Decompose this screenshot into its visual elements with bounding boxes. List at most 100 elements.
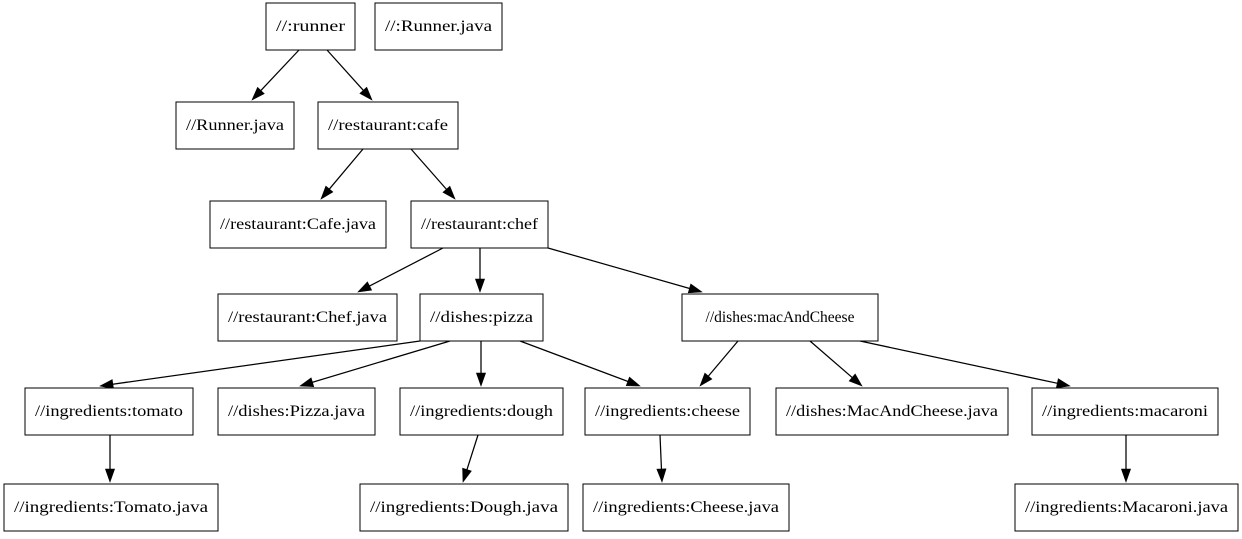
graph-node[interactable]: //:runner — [265, 2, 356, 51]
edge-line — [519, 340, 630, 383]
edge-line — [259, 49, 300, 93]
node-box[interactable] — [410, 200, 549, 249]
edge-arrowhead — [1055, 378, 1071, 389]
node-label: //ingredients:macaroni — [1042, 403, 1209, 420]
graph-node[interactable]: //dishes:Pizza.java — [217, 387, 376, 436]
node-box[interactable] — [359, 483, 569, 532]
edge-arrowhead — [656, 468, 667, 483]
graph-node[interactable]: //dishes:MacAndCheese.java — [775, 387, 1009, 436]
graph-edge — [519, 340, 641, 387]
node-label: //ingredients:Tomato.java — [14, 499, 208, 516]
graph-node[interactable]: //restaurant:Cafe.java — [209, 200, 387, 249]
node-label: //:Runner.java — [385, 18, 492, 35]
edge-arrowhead — [474, 278, 486, 293]
graph-node[interactable]: //ingredients:Cheese.java — [582, 483, 790, 532]
node-label: //dishes:Pizza.java — [228, 403, 365, 420]
edge-arrowhead — [687, 283, 703, 294]
node-box[interactable] — [374, 2, 503, 51]
edge-line — [326, 49, 366, 93]
edge-line — [110, 340, 421, 386]
node-label: //ingredients:cheese — [595, 403, 740, 420]
edge-arrowhead — [359, 86, 373, 101]
graph-edge — [462, 434, 479, 483]
graph-node[interactable]: //Runner.java — [175, 101, 295, 150]
node-box[interactable] — [175, 101, 295, 150]
graph-node[interactable]: //restaurant:chef — [410, 200, 549, 249]
graph-node[interactable]: //dishes:macAndCheese — [681, 293, 879, 342]
node-box[interactable] — [317, 101, 459, 150]
node-box[interactable] — [265, 2, 356, 51]
edge-arrowhead — [699, 372, 713, 387]
node-box[interactable] — [399, 387, 564, 436]
edge-line — [706, 340, 739, 378]
graph-edge — [547, 247, 703, 294]
graph-node[interactable]: //ingredients:Macaroni.java — [1014, 483, 1239, 532]
graph-edge — [859, 340, 1071, 389]
graph-edge — [326, 49, 373, 101]
node-box[interactable] — [3, 483, 219, 532]
graph-edge — [320, 148, 364, 200]
node-box[interactable] — [1014, 483, 1239, 532]
graph-edge — [299, 340, 451, 387]
node-box[interactable] — [775, 387, 1009, 436]
graph-node[interactable]: //ingredients:Tomato.java — [3, 483, 219, 532]
edge-arrowhead — [320, 185, 334, 200]
node-box[interactable] — [209, 200, 387, 249]
edge-arrowhead — [625, 376, 641, 387]
graph-node[interactable]: //ingredients:Dough.java — [359, 483, 569, 532]
graph-node[interactable]: //ingredients:macaroni — [1031, 387, 1219, 436]
node-label: //:runner — [276, 18, 346, 35]
graph-edge — [410, 148, 456, 200]
graph-edge — [1120, 435, 1132, 483]
node-layer: //:runner //:Runner.java //Runner.java //re… — [3, 2, 1239, 532]
node-box[interactable] — [217, 387, 376, 436]
edge-line — [659, 434, 663, 472]
node-label: //dishes:pizza — [430, 309, 533, 326]
graph-edge — [475, 341, 487, 387]
edge-arrowhead — [104, 468, 116, 483]
graph-node[interactable]: //restaurant:Chef.java — [217, 293, 398, 342]
graph-node[interactable]: //restaurant:cafe — [317, 101, 459, 150]
node-label: //ingredients:tomato — [35, 403, 183, 420]
node-label: //ingredients:Macaroni.java — [1025, 499, 1228, 516]
edge-arrowhead — [848, 373, 863, 387]
edge-arrowhead — [1120, 468, 1132, 483]
node-box[interactable] — [681, 293, 879, 342]
node-label: //dishes:MacAndCheese.java — [786, 403, 998, 420]
graph-edge — [474, 248, 486, 293]
node-label: //dishes:macAndCheese — [706, 309, 855, 326]
node-box[interactable] — [24, 387, 194, 436]
graph-node[interactable]: //ingredients:cheese — [584, 387, 751, 436]
graph-edge — [99, 340, 421, 390]
graph-node[interactable]: //ingredients:dough — [399, 387, 564, 436]
node-box[interactable] — [1031, 387, 1219, 436]
node-box[interactable] — [584, 387, 751, 436]
graph-edge — [251, 49, 300, 101]
edge-line — [310, 340, 451, 384]
edge-line — [809, 340, 855, 380]
node-box[interactable] — [419, 293, 544, 342]
edge-line — [547, 247, 692, 290]
node-label: //ingredients:Dough.java — [370, 499, 558, 516]
node-box[interactable] — [582, 483, 790, 532]
edge-line — [367, 247, 444, 288]
edge-line — [327, 148, 364, 191]
node-label: //restaurant:cafe — [328, 117, 448, 134]
node-label: //restaurant:Chef.java — [228, 309, 387, 326]
node-label: //ingredients:Cheese.java — [593, 499, 779, 516]
node-box[interactable] — [217, 293, 398, 342]
graph-edge — [104, 435, 116, 483]
edge-line — [410, 148, 449, 192]
graph-edge — [656, 434, 667, 483]
graph-node[interactable]: //ingredients:tomato — [24, 387, 194, 436]
node-label: //Runner.java — [186, 117, 284, 134]
edge-arrowhead — [251, 86, 265, 101]
edge-arrowhead — [475, 372, 487, 387]
graph-node[interactable]: //dishes:pizza — [419, 293, 544, 342]
graph-node[interactable]: //:Runner.java — [374, 2, 503, 51]
node-label: //ingredients:dough — [410, 403, 553, 420]
graph-edge — [357, 247, 444, 293]
node-label: //restaurant:Cafe.java — [220, 216, 376, 233]
